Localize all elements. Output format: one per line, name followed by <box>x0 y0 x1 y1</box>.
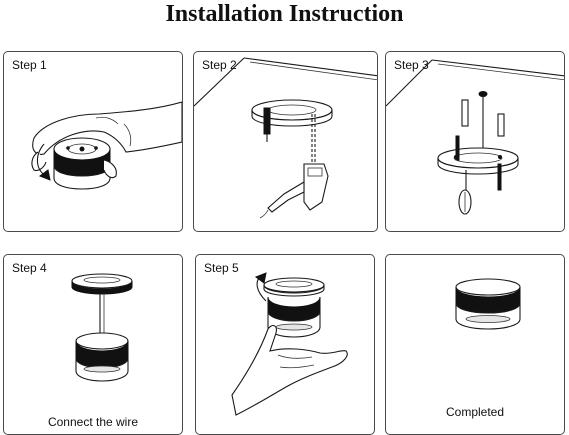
step-5-label: Step 5 <box>204 261 239 275</box>
step-3-illustration <box>386 59 564 215</box>
completed-caption: Completed <box>445 405 505 419</box>
step-2-label: Step 2 <box>202 58 237 72</box>
hand-drawing <box>32 101 182 155</box>
completed-panel: Completed <box>385 254 565 435</box>
step-1-panel: Step 1 <box>3 51 183 232</box>
step-1-illustration <box>31 101 182 190</box>
hand-drawing <box>231 324 348 416</box>
step-4-label: Step 4 <box>12 261 47 275</box>
page-title: Installation Instruction <box>165 1 404 27</box>
completed-illustration <box>455 278 521 330</box>
step-4-illustration <box>71 273 133 382</box>
step-2-illustration <box>194 57 377 219</box>
step-5-panel: Step 5 <box>195 254 375 435</box>
step-4-panel: Step 4 Connect the wire <box>3 254 183 435</box>
step-3-label: Step 3 <box>394 58 429 72</box>
step-3-panel: Step 3 <box>385 51 565 232</box>
step-2-panel: Step 2 <box>193 51 378 232</box>
step-5-illustration <box>231 272 348 416</box>
step-1-label: Step 1 <box>12 58 47 72</box>
step-4-caption: Connect the wire <box>47 415 139 429</box>
